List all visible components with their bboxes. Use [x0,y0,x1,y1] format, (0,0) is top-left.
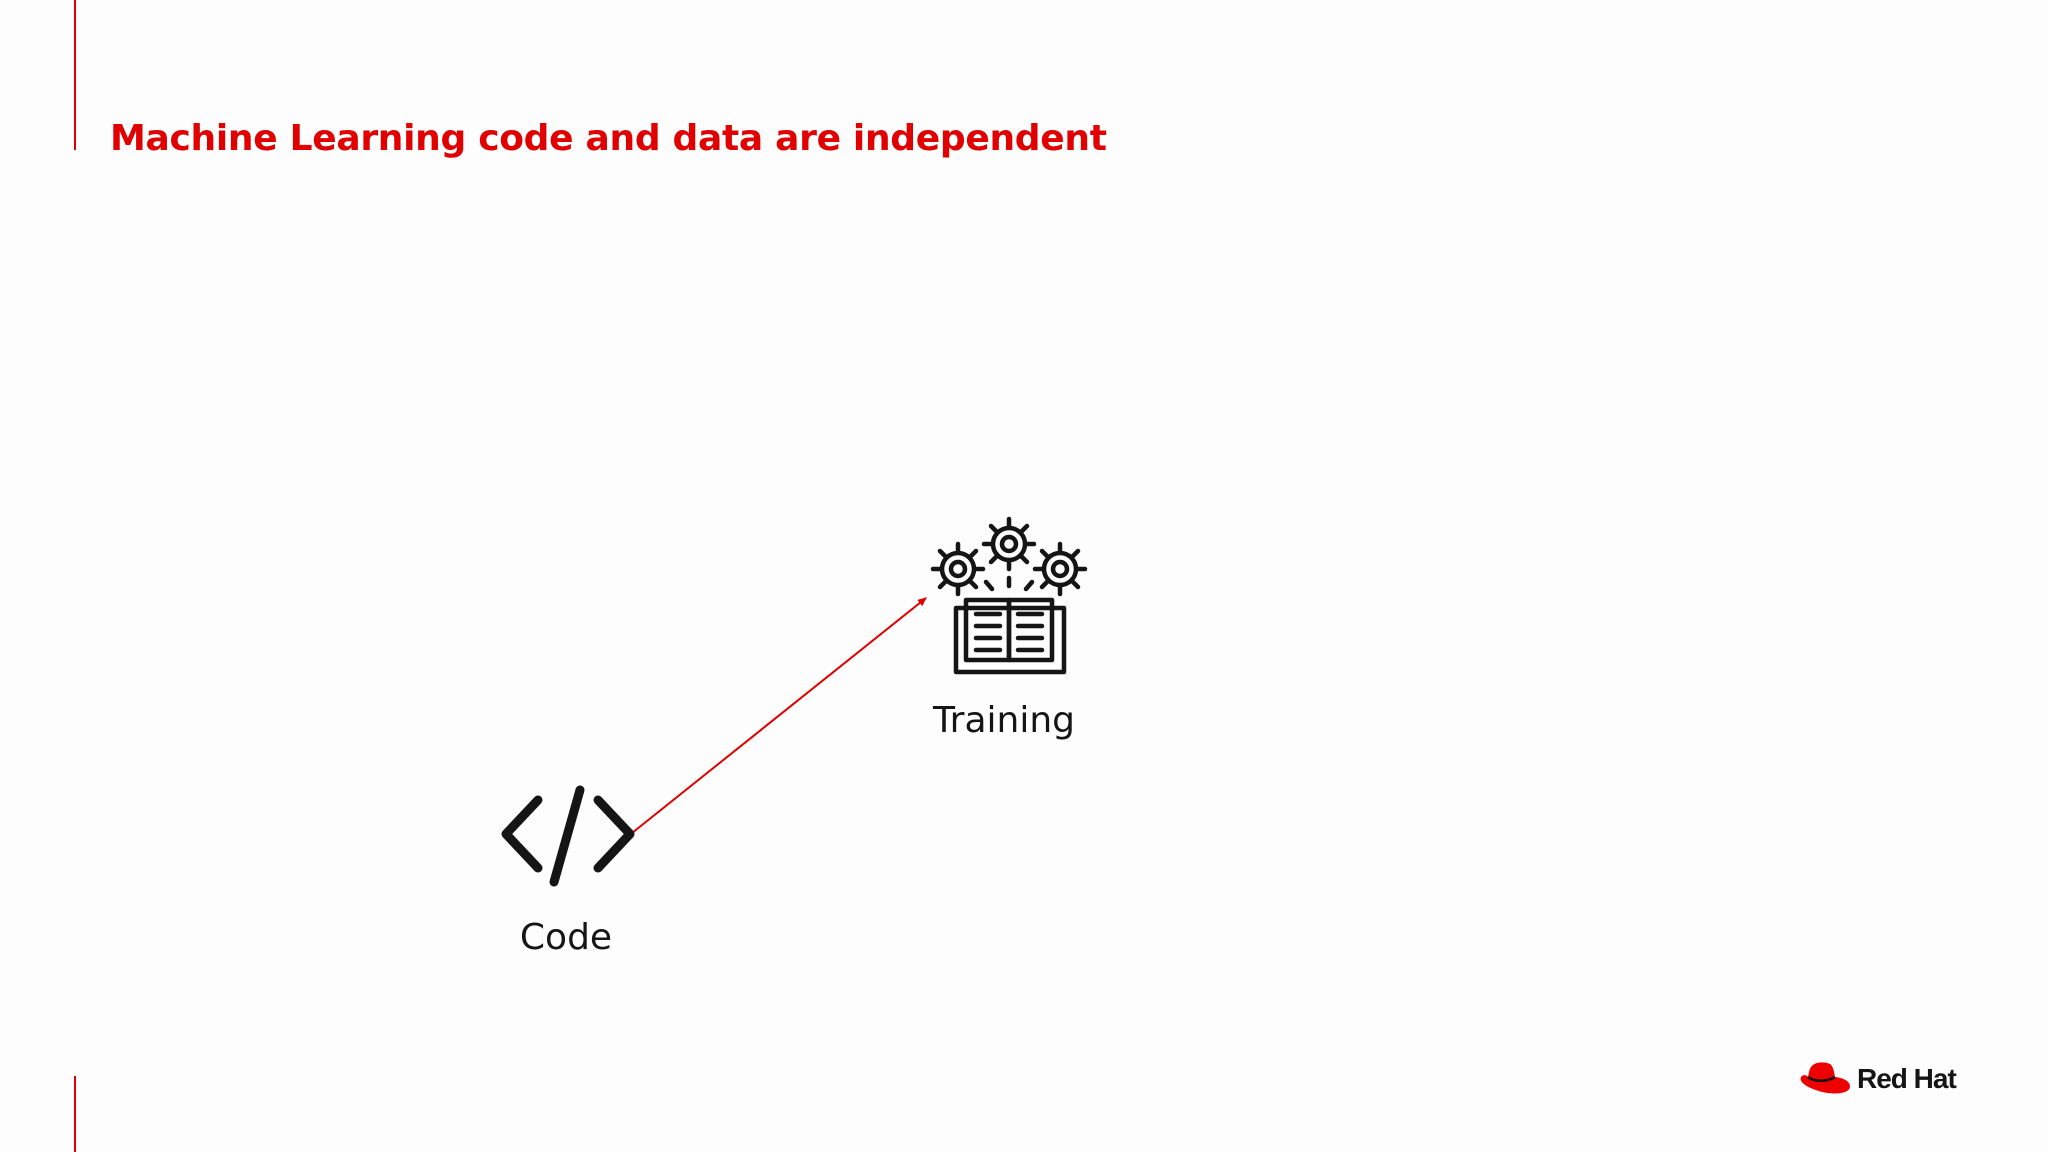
edge-code-to-training [631,597,927,834]
logo-text: Red Hat [1857,1063,1957,1094]
accent-bar-bottom [74,1076,76,1152]
red-hat-fedora-icon [1800,1062,1850,1094]
red-hat-logo: Red Hat [1797,1059,1967,1101]
training-label: Training [932,700,1076,741]
code-label: Code [519,917,613,958]
accent-bar-top [74,0,76,150]
code-brackets-icon [501,785,635,887]
slide-title: Machine Learning code and data are indep… [110,118,1107,159]
gears-book-icon [930,516,1088,675]
